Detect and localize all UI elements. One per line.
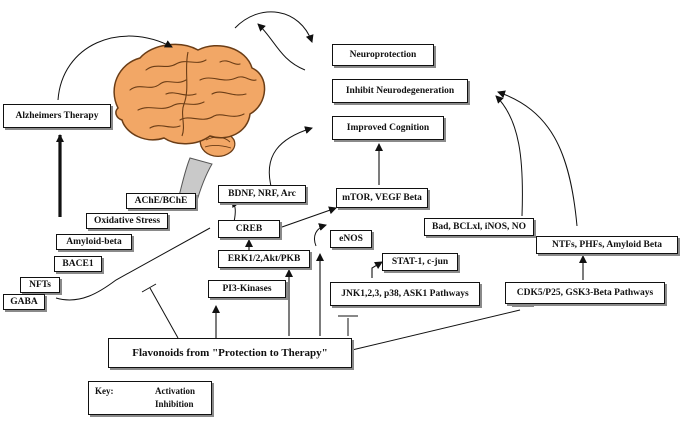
legend-key-label: Key: (95, 386, 114, 396)
curved-arrows (57, 11, 578, 247)
node-improved-cognition: Improved Cognition (332, 116, 444, 140)
legend-inhibition-label: Inhibition (155, 399, 194, 409)
inhibition-lines (55, 227, 534, 351)
brain-illustration (113, 43, 266, 205)
node-inhibit-neurodegeneration: Inhibit Neurodegeneration (332, 79, 468, 103)
node-oxidative-stress: Oxidative Stress (86, 213, 168, 229)
node-alzheimers-therapy: Alzheimers Therapy (3, 104, 111, 128)
node-bace1: BACE1 (54, 256, 102, 272)
node-amyloid-beta: Amyloid-beta (56, 234, 132, 250)
node-mtor: mTOR, VEGF Beta (336, 188, 428, 208)
node-ntfs: NTFs, PHFs, Amyloid Beta (536, 236, 678, 254)
node-erk: ERK1/2,Akt/PKB (218, 250, 310, 268)
node-enos: eNOS (330, 230, 372, 248)
node-creb: CREB (218, 220, 280, 238)
node-bad: Bad, BCLxl, iNOS, NO (424, 218, 534, 236)
node-pi3: PI3-Kinases (208, 280, 286, 298)
node-flavonoids: Flavonoids from "Protection to Therapy" (108, 338, 352, 368)
legend-activation-label: Activation (155, 386, 195, 396)
node-ache-bche: AChE/BChE (126, 193, 196, 209)
node-stat1: STAT-1, c-jun (382, 253, 458, 271)
activation-arrows (56, 134, 587, 338)
node-nfts: NFTs (20, 277, 60, 293)
node-cdk5: CDK5/P25, GSK3-Beta Pathways (505, 282, 665, 304)
legend: Key: Activation Inhibition (88, 381, 212, 415)
node-neuroprotection: Neuroprotection (332, 44, 434, 66)
node-bdnf: BDNF, NRF, Arc (218, 185, 306, 203)
node-jnk: JNK1,2,3, p38, ASK1 Pathways (330, 282, 480, 306)
node-gaba: GABA (3, 294, 45, 310)
